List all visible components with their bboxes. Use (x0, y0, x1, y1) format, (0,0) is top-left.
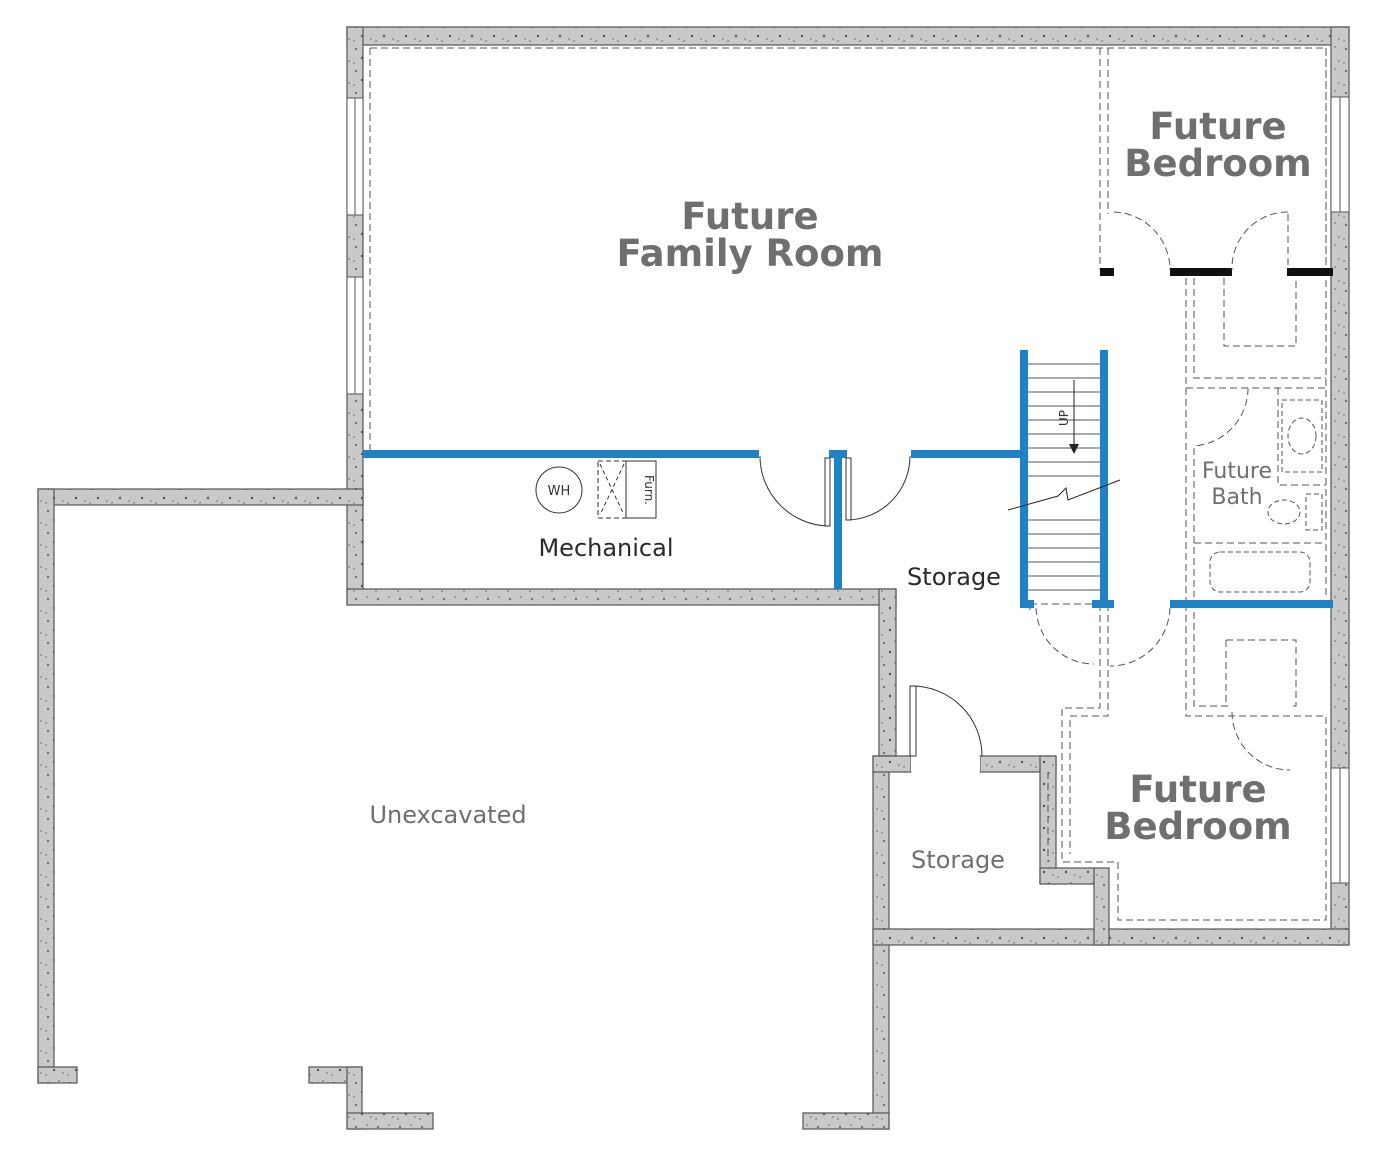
mechanical-equipment (535, 460, 657, 519)
door-swings (759, 455, 983, 757)
foundation-wall-mechanical-bottom (346, 588, 897, 606)
foundation-wall-center-vertical (878, 588, 897, 757)
wall-bedroom-top-a (1100, 268, 1114, 276)
wall-bath-bottom (1170, 600, 1333, 608)
door-leaf-mechanical (824, 457, 831, 527)
door-swing-bedroom-bottom-left (1109, 607, 1171, 667)
door-swing-bedroom-top-right (1231, 211, 1289, 271)
room-label-bath: Future Bath (1192, 459, 1282, 511)
water-heater-icon (535, 466, 583, 514)
foundation-wall-bedroom-notch (1093, 867, 1110, 946)
foundation-wall-garage-right-foot (802, 1112, 890, 1130)
stair-arrow-head-icon (1069, 444, 1079, 454)
room-label-family-room: Future Family Room (600, 198, 900, 272)
room-label-unexcavated: Unexcavated (369, 801, 527, 829)
foundation-wall-top (346, 26, 1350, 46)
interior-walls-existing (1100, 268, 1333, 276)
stair-break-line (1007, 479, 1121, 511)
future-framing-dashed (369, 47, 1327, 921)
door-leaf-storage (845, 457, 852, 521)
toilet-tank-icon (1305, 493, 1323, 531)
toilet-bowl-icon (1267, 499, 1301, 525)
room-label-family-room-line1: Future (681, 195, 819, 238)
room-label-mechanical: Mechanical (538, 534, 674, 562)
windows (346, 96, 1350, 884)
room-label-storage-lower: Storage (911, 846, 1005, 874)
wall-stair-bottom-left (1020, 600, 1034, 608)
room-label-bedroom-bottom-line2: Bedroom (1104, 805, 1292, 848)
door-swing-stair-bottom (1035, 607, 1095, 665)
sink-icon (1287, 417, 1317, 455)
tub-icon (1209, 551, 1311, 593)
door-swing-lower-storage (911, 685, 983, 757)
wall-mechanical-storage (834, 452, 842, 589)
wall-door-stub (829, 450, 847, 458)
room-label-bedroom-top: Future Bedroom (1120, 108, 1316, 182)
room-label-bedroom-bottom-line1: Future (1129, 768, 1267, 811)
door-swing-storage (847, 455, 911, 521)
foundation-wall-garage-top (37, 488, 364, 506)
foundation-wall-bottom-right (872, 928, 1350, 946)
room-label-bath-line2: Bath (1211, 485, 1263, 510)
wall-family-mechanical (363, 450, 759, 458)
wall-bedroom-top-c (1287, 268, 1333, 276)
room-label-bedroom-top-line1: Future (1149, 105, 1287, 148)
wall-family-storage (911, 450, 1023, 458)
vanity-icon (1281, 399, 1323, 473)
wall-stair-bottom-right (1092, 600, 1114, 608)
stairs (1007, 363, 1121, 591)
foundation-walls (37, 26, 1350, 1130)
foundation-wall-garage-step-c (346, 1112, 434, 1130)
wall-stair-right (1100, 350, 1108, 608)
doorway-storage-lower (911, 756, 980, 772)
door-swing-bath (1193, 387, 1249, 447)
furnace-x-icon (599, 463, 625, 516)
room-label-storage-center: Storage (907, 563, 1001, 591)
door-swing-bedroom-bottom-right (1231, 711, 1291, 771)
room-label-bath-line1: Future (1201, 459, 1273, 484)
furnace-label: Furn. (642, 475, 656, 505)
stair-up-label: UP (1057, 410, 1071, 426)
room-label-family-room-line2: Family Room (616, 232, 884, 275)
room-label-bedroom-top-line2: Bedroom (1124, 142, 1312, 185)
foundation-wall-storage-top-left (872, 755, 912, 773)
room-label-bedroom-bottom: Future Bedroom (1100, 771, 1296, 845)
door-swing-mechanical (759, 455, 829, 527)
wall-stair-left (1020, 350, 1028, 608)
interior-walls-new (363, 350, 1333, 608)
door-swing-bedroom-top-left (1113, 211, 1171, 271)
water-heater-label: WH (548, 484, 571, 499)
wall-bedroom-top-b (1170, 268, 1232, 276)
foundation-wall-storage-notch (1039, 867, 1097, 885)
furnace-unit-icon (625, 460, 657, 519)
foundation-wall-garage-left-foot (37, 1066, 78, 1084)
foundation-wall-garage-left (37, 488, 55, 1084)
door-swings-future (1035, 211, 1291, 771)
door-leaf-lower-storage (909, 685, 917, 757)
bath-fixtures (1209, 399, 1323, 593)
